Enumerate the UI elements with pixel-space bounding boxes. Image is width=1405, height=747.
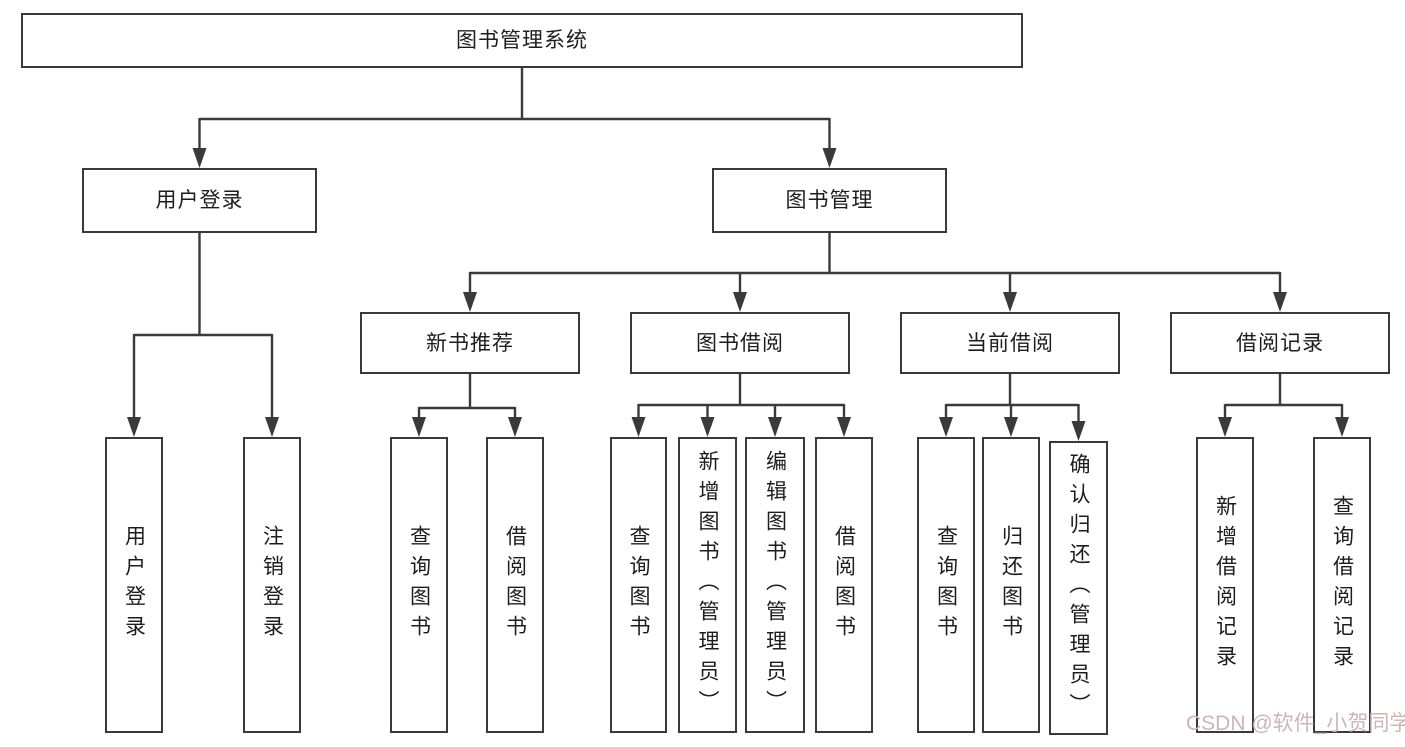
- node-label: 图书管理系统: [456, 29, 588, 52]
- node-current-borrow: 当前借阅: [900, 312, 1120, 374]
- node-leaf-borrow-book-2: 借阅图书: [815, 437, 873, 733]
- node-label: 查询借阅记录: [1330, 495, 1354, 675]
- node-book-borrow: 图书借阅: [630, 312, 850, 374]
- node-label: 借阅图书: [503, 525, 527, 645]
- arrowhead-icon: [1071, 421, 1086, 441]
- node-label: 当前借阅: [966, 331, 1054, 355]
- arrowhead-icon: [939, 417, 953, 437]
- node-label: 图书借阅: [696, 331, 784, 355]
- arrowhead-icon: [265, 417, 279, 437]
- arrowhead-icon: [768, 417, 782, 437]
- node-label: 新增借阅记录: [1213, 495, 1237, 675]
- node-label: 图书管理: [785, 189, 874, 212]
- node-label: 用户登录: [155, 189, 244, 212]
- node-label: 查询图书: [934, 525, 958, 645]
- arrowhead-icon: [1218, 417, 1232, 437]
- arrowhead-icon: [837, 417, 851, 437]
- node-leaf-borrow-book-1: 借阅图书: [486, 437, 544, 733]
- arrowhead-icon: [733, 292, 747, 312]
- node-label: 归还图书: [999, 525, 1023, 645]
- arrowhead-icon: [822, 148, 837, 168]
- node-label: 查询图书: [627, 525, 650, 645]
- node-label: 注销登录: [260, 525, 284, 645]
- arrowhead-icon: [1273, 292, 1287, 312]
- node-leaf-add-record: 新增借阅记录: [1196, 437, 1254, 733]
- node-label: 确认归还（管理员）: [1067, 453, 1090, 723]
- node-leaf-add-book: 新增图书（管理员）: [678, 437, 737, 733]
- node-leaf-query-book-3: 查询图书: [917, 437, 975, 733]
- node-borrow-record: 借阅记录: [1170, 312, 1390, 374]
- node-leaf-edit-book: 编辑图书（管理员）: [745, 437, 805, 733]
- node-leaf-query-book-1: 查询图书: [390, 437, 448, 733]
- arrowhead-icon: [192, 148, 207, 168]
- arrowhead-icon: [127, 417, 141, 437]
- arrowhead-icon: [631, 417, 646, 437]
- node-leaf-confirm-return: 确认归还（管理员）: [1049, 441, 1108, 735]
- node-label: 编辑图书（管理员）: [763, 450, 787, 720]
- node-leaf-return-book: 归还图书: [982, 437, 1040, 733]
- node-label: 新书推荐: [426, 331, 514, 355]
- node-leaf-query-book-2: 查询图书: [610, 437, 667, 733]
- node-label: 借阅图书: [832, 525, 856, 645]
- node-leaf-logout: 注销登录: [243, 437, 301, 733]
- arrowhead-icon: [1335, 417, 1349, 437]
- arrowhead-icon: [412, 417, 426, 437]
- node-label: 查询图书: [407, 525, 431, 645]
- arrowhead-icon: [1003, 292, 1017, 312]
- watermark: CSDN @软件_小贺同学: [1186, 712, 1405, 735]
- node-new-book-rec: 新书推荐: [360, 312, 580, 374]
- node-label: 新增图书（管理员）: [696, 450, 719, 720]
- node-label: 用户登录: [122, 525, 146, 645]
- arrowhead-icon: [508, 417, 522, 437]
- node-label: 借阅记录: [1236, 331, 1324, 355]
- node-leaf-query-record: 查询借阅记录: [1313, 437, 1371, 733]
- node-root: 图书管理系统: [21, 13, 1023, 68]
- arrowhead-icon: [700, 417, 715, 437]
- node-leaf-user-login: 用户登录: [105, 437, 163, 733]
- node-book-mgmt: 图书管理: [712, 168, 947, 233]
- node-user-login: 用户登录: [82, 168, 317, 233]
- arrowhead-icon: [463, 292, 477, 312]
- arrowhead-icon: [1004, 417, 1018, 437]
